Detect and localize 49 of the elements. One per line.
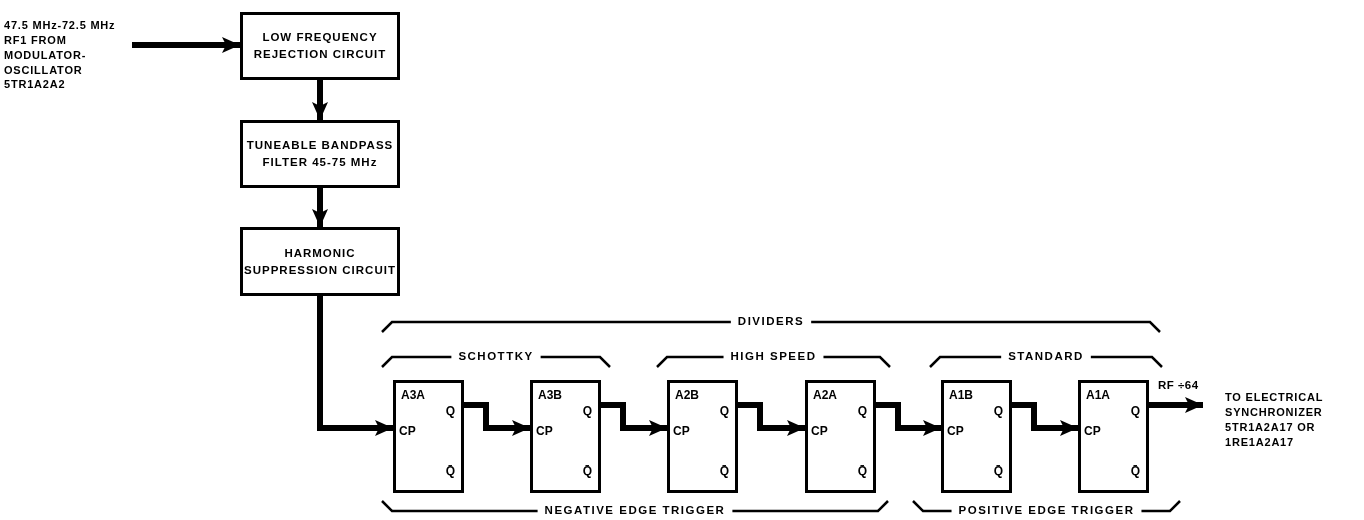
block-label: LOW FREQUENCY REJECTION CIRCUIT <box>252 30 388 62</box>
flip-flop-box <box>393 380 464 493</box>
signal-text: TO ELECTRICAL SYNCHRONIZER 5TR1A2A17 OR 1RE1A2A17 <box>1225 390 1324 450</box>
inverted-output-pin-label: Q̄ <box>445 465 455 477</box>
inverted-output-pin-label: Q̄ <box>582 465 592 477</box>
arrow <box>1012 402 1078 436</box>
clock-pin-label: CP <box>673 425 690 437</box>
arrow <box>464 402 530 436</box>
edge-label: RF ÷64 <box>1155 380 1202 392</box>
flip-flop-box <box>941 380 1012 493</box>
output-pin-label: Q <box>857 405 867 417</box>
inverted-output-pin-label: Q̄ <box>993 465 1003 477</box>
inverted-output-pin-label: Q̄ <box>1130 465 1140 477</box>
flip-flop-name: A1A <box>1086 389 1110 401</box>
arrow <box>132 37 240 53</box>
flip-flop-box <box>805 380 876 493</box>
output-pin-label: Q <box>993 405 1003 417</box>
arrow <box>738 402 805 436</box>
process-box <box>240 12 400 80</box>
output-pin-label: Q <box>1130 405 1140 417</box>
output-pin-label: Q <box>582 405 592 417</box>
arrow <box>312 80 328 120</box>
clock-pin-label: CP <box>1084 425 1101 437</box>
process-box <box>240 120 400 188</box>
flip-flop-name: A2A <box>813 389 837 401</box>
arrow <box>312 188 328 227</box>
output-pin-label: Q <box>445 405 455 417</box>
flip-flop-name: A2B <box>675 389 699 401</box>
flip-flop-name: A3A <box>401 389 425 401</box>
arrow <box>876 402 941 436</box>
arrow <box>1149 397 1203 413</box>
inverted-output-pin-label: Q̄ <box>719 465 729 477</box>
clock-pin-label: CP <box>399 425 416 437</box>
process-box <box>240 227 400 296</box>
clock-pin-label: CP <box>536 425 553 437</box>
arrow <box>317 296 393 436</box>
output-pin-label: Q <box>719 405 729 417</box>
flip-flop-box <box>530 380 601 493</box>
clock-pin-label: CP <box>811 425 828 437</box>
flip-flop-name: A3B <box>538 389 562 401</box>
block-label: TUNEABLE BANDPASS FILTER 45-75 MHz <box>245 138 395 170</box>
flip-flop-box <box>1078 380 1149 493</box>
flip-flop-name: A1B <box>949 389 973 401</box>
block-label: HARMONIC SUPPRESSION CIRCUIT <box>243 245 397 278</box>
inverted-output-pin-label: Q̄ <box>857 465 867 477</box>
arrow <box>601 402 667 436</box>
signal-text: 47.5 MHz-72.5 MHz RF1 FROM MODULATOR- OSCILLATOR 5TR1A2A2 <box>4 18 117 93</box>
flip-flop-box <box>667 380 738 493</box>
clock-pin-label: CP <box>947 425 964 437</box>
